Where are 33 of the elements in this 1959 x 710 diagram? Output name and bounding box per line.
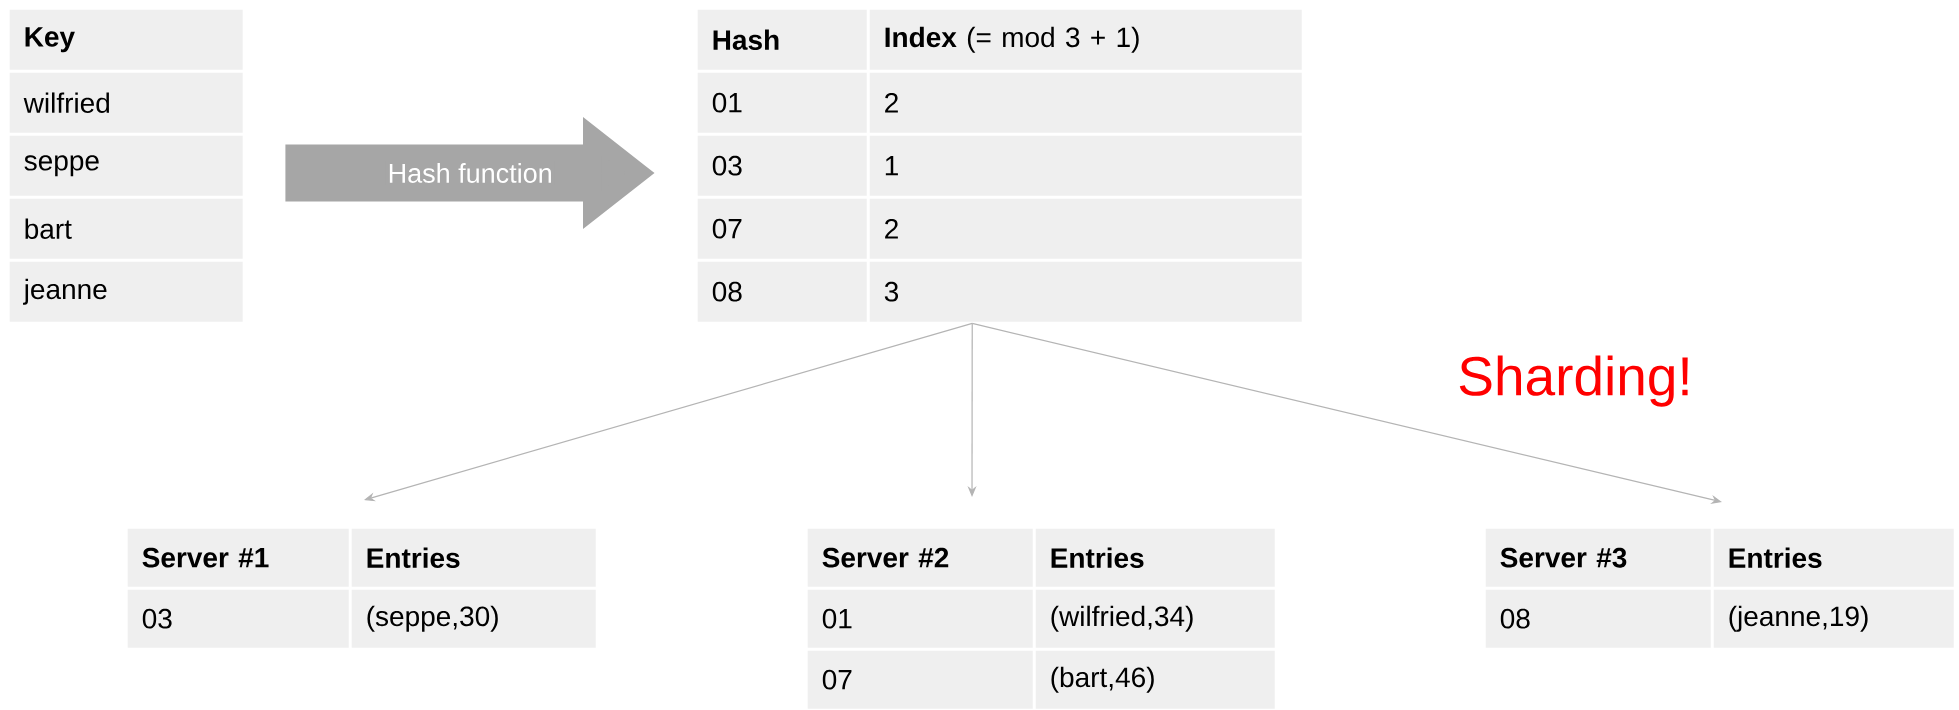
header-cell: Server #3: [1485, 528, 1711, 587]
table-cell: 3: [869, 261, 1302, 322]
arrow: [364, 322, 973, 502]
table-cell: 2: [869, 198, 1302, 259]
header-cell: Entries: [1035, 528, 1275, 587]
table-cell: 03: [127, 589, 349, 648]
table-cell: seppe: [9, 135, 243, 196]
arrow: [971, 322, 1722, 504]
table-cell: 08: [697, 261, 867, 322]
table-cell: (wilfried,34): [1035, 589, 1275, 648]
table-cell: 07: [807, 650, 1033, 709]
header-cell: Hash: [697, 9, 867, 70]
table-cell: (jeanne,19): [1713, 589, 1954, 648]
header-cell: Key: [9, 9, 243, 70]
table-cell: bart: [9, 198, 243, 259]
table-cell: 07: [697, 198, 867, 259]
annotation-text: Sharding!: [1459, 355, 1688, 407]
table-cell: (seppe,30): [351, 589, 596, 648]
table-cell: (bart,46): [1035, 650, 1275, 709]
table-cell: jeanne: [9, 261, 243, 322]
table-cell: 1: [869, 135, 1302, 196]
header-cell: Entries: [1713, 528, 1954, 587]
edge-label: Hash function: [385, 161, 555, 185]
table-cell: 01: [807, 589, 1033, 648]
header-cell: Index (= mod 3 + 1): [869, 9, 1302, 70]
header-cell: Server #2: [807, 528, 1033, 587]
table-cell: 08: [1485, 589, 1711, 648]
table-cell: 2: [869, 72, 1302, 133]
table-cell: 03: [697, 135, 867, 196]
table-cell: 01: [697, 72, 867, 133]
header-cell: Server #1: [127, 528, 349, 587]
header-cell: Entries: [351, 528, 596, 587]
table-cell: wilfried: [9, 72, 243, 133]
